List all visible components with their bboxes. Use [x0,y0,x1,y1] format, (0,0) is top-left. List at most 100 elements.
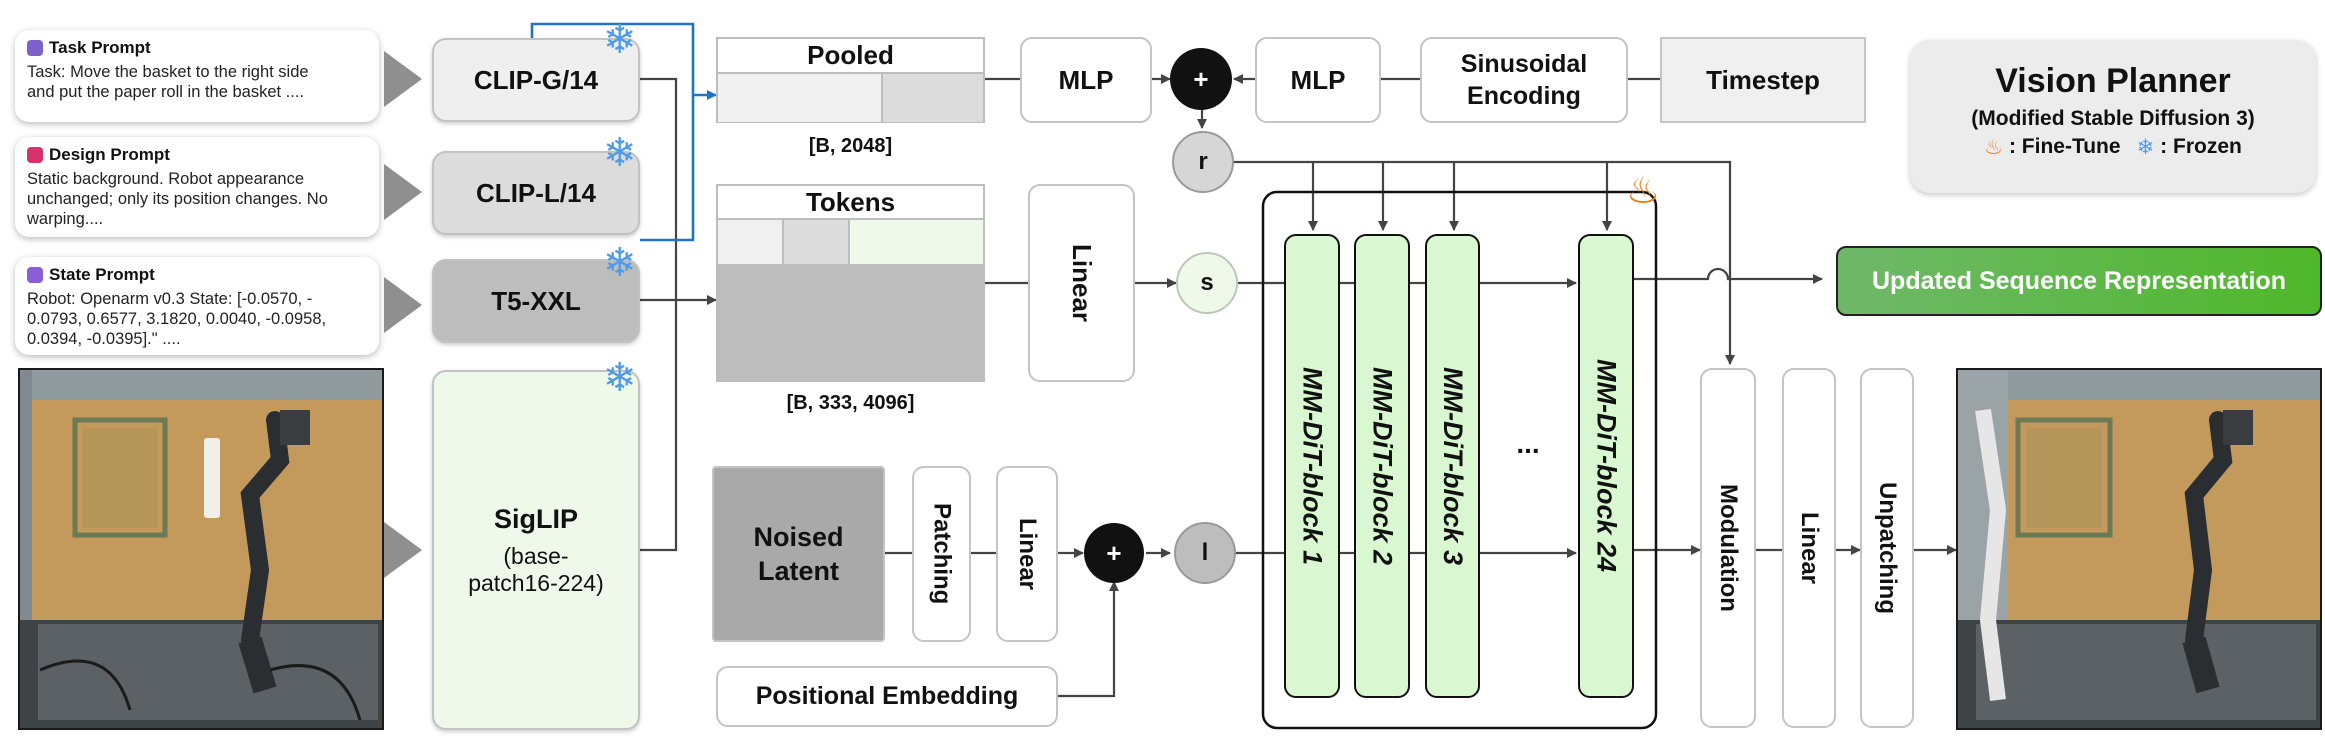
task-prompt-card: Task Prompt Task: Move the basket to the… [15,30,379,122]
task-prompt-title: Task Prompt [49,38,151,57]
legend-frozen: : Frozen [2160,135,2242,158]
clip-g-label: CLIP-G/14 [473,64,599,95]
task-prompt-arrow [384,51,422,107]
snowflake-icon: ❄ [603,17,637,63]
mm-dit-block-24-label: MM-DiT-block 24 [1591,359,1622,573]
clip-l-label: CLIP-L/14 [476,177,596,208]
positional-embedding-label: Positional Embedding [755,682,1019,710]
modulation-label: Modulation [1715,484,1742,612]
r-node: r [1172,131,1234,193]
legend-title: Vision Planner [1995,62,2231,100]
design-prompt-line-2: unchanged; only its position changes. No [27,190,328,208]
tokens-siglip-segment [850,220,983,264]
pooled-clip-g-segment [718,74,883,122]
mlp-time-label: MLP [1290,64,1346,95]
r-node-label: r [1198,148,1208,175]
mlp-pooled-label: MLP [1058,64,1114,95]
siglip-sub-2: patch16-224) [468,569,604,596]
unpatching-label: Unpatching [1874,482,1901,614]
noised-latent-label-2: Latent [758,556,839,586]
state-prompt-line-3: 0.0394, -0.0395]." .... [27,330,181,348]
snowflake-icon: ❄ [2136,135,2155,159]
updated-sequence-output: Updated Sequence Representation [1836,246,2322,316]
s-node: s [1176,252,1238,314]
state-prompt-title: State Prompt [49,265,155,284]
output-robot-image [1956,368,2322,730]
clip-pooled-link [530,22,695,242]
noised-latent-label-1: Noised [753,522,844,552]
mm-dit-block-3: MM-DiT-block 3 [1425,234,1480,698]
tokens-clip-l-segment [784,220,850,264]
add-node-top-label: + [1193,63,1209,94]
l-node-label: l [1201,539,1209,566]
updated-sequence-label: Updated Sequence Representation [1872,266,2286,295]
sinusoidal-label-1: Sinusoidal [1460,50,1588,78]
clip-g-encoder: CLIP-G/14 [432,38,640,122]
design-prompt-arrow [384,164,422,220]
fire-icon: ♨ [1984,135,2003,159]
linear-latent-box: Linear [996,466,1058,642]
linear-latent-label: Linear [1014,517,1041,591]
timestep-label: Timestep [1706,64,1820,95]
positional-embedding-box: Positional Embedding [716,666,1058,727]
linear-out-label: Linear [1796,511,1823,585]
tokens-shape: [B, 333, 4096] [786,392,915,414]
linear-tokens-label: Linear [1067,243,1097,323]
mm-dit-block-1: MM-DiT-block 1 [1284,234,1340,698]
mlp-pooled-box: MLP [1020,37,1152,123]
siglip-encoder: SigLIP (base- patch16-224) [432,370,640,730]
task-prompt-line-1: Task: Move the basket to the right side [27,63,309,81]
sinusoidal-encoding-box: Sinusoidal Encoding [1420,37,1628,123]
mlp-time-box: MLP [1255,37,1381,123]
image-arrow [384,522,422,578]
noised-latent-box: Noised Latent [712,466,885,642]
siglip-sub-1: (base- [503,542,569,569]
pooled-clip-l-segment [883,74,983,122]
snowflake-icon: ❄ [603,240,637,286]
clip-l-encoder: CLIP-L/14 [432,151,640,235]
snowflake-icon: ❄ [603,355,637,401]
mm-dit-ellipsis: ... [1516,428,1540,459]
state-prompt-line-2: 0.0793, 0.6577, 3.1820, 0.0040, -0.0958, [27,310,327,328]
magic-wand-icon [27,40,43,56]
design-prompt-card: Design Prompt Static background. Robot a… [15,137,379,237]
snowflake-icon: ❄ [603,130,637,176]
linear-tokens-box: Linear [1028,184,1135,382]
patching-label: Patching [928,503,956,605]
add-node-bottom-label: + [1106,537,1122,568]
input-robot-image [18,368,384,730]
timestep-box: Timestep [1660,37,1866,123]
pooled-shape: [B, 2048] [808,135,893,157]
t5-encoder: T5-XXL [432,259,640,343]
patching-box: Patching [912,466,971,642]
add-node-top: + [1170,48,1232,110]
legend-fine-tune: : Fine-Tune [2008,135,2121,158]
tokens-clip-g-segment [718,220,784,264]
add-node-bottom: + [1084,523,1144,583]
tokens-title: Tokens [718,186,983,220]
pooled-block: Pooled [716,37,985,123]
fire-icon: ♨ [1626,168,1661,212]
pooled-title: Pooled [718,39,983,74]
mm-dit-block-3-label: MM-DiT-block 3 [1438,366,1468,565]
mm-dit-block-2: MM-DiT-block 2 [1354,234,1410,698]
tokens-t5-segment [718,266,983,382]
encoder-bus [640,77,678,552]
legend-card: Vision Planner (Modified Stable Diffusio… [1910,40,2316,193]
legend-subtitle: (Modified Stable Diffusion 3) [1971,107,2255,130]
siglip-label: SigLIP [493,503,578,534]
task-prompt-line-2: and put the paper roll in the basket ...… [27,83,305,101]
unpatching-box: Unpatching [1860,368,1914,728]
linear-out-box: Linear [1782,368,1836,728]
state-prompt-card: State Prompt Robot: Openarm v0.3 State: … [15,257,379,355]
tokens-block: Tokens [716,184,985,382]
robot-face-icon [27,267,43,283]
modulation-box: Modulation [1700,368,1756,728]
mm-dit-block-2-label: MM-DiT-block 2 [1367,366,1398,565]
state-prompt-line-1: Robot: Openarm v0.3 State: [-0.0570, - [27,290,313,308]
state-prompt-arrow [384,277,422,333]
mm-dit-block-1-label: MM-DiT-block 1 [1297,366,1328,565]
s-node-label: s [1200,269,1214,296]
design-prompt-line-3: warping.... [27,210,104,228]
t5-label: T5-XXL [491,285,581,316]
